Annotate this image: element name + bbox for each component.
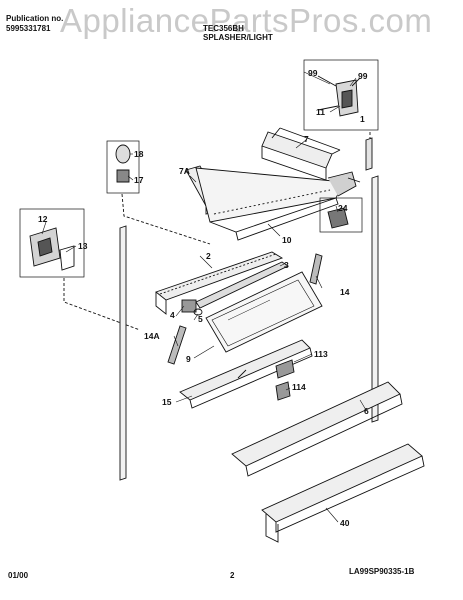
- part-15-channel: [179, 339, 313, 409]
- callout-99-left: 99: [308, 68, 318, 78]
- callout-6: 6: [364, 406, 369, 416]
- watermark: AppliancePartsPros.com: [60, 2, 433, 39]
- callout-14: 14: [340, 287, 350, 297]
- callout-2: 2: [206, 251, 211, 261]
- callout-24: 24: [338, 203, 348, 213]
- callout-1: 1: [360, 114, 365, 124]
- part-24-socket: [319, 197, 363, 233]
- part-12-13-switch-assembly: [19, 208, 85, 278]
- publication-number: 5995331781: [6, 24, 51, 33]
- callout-10: 10: [282, 235, 292, 245]
- callout-11: 11: [316, 107, 325, 117]
- part-4-5-clip: [181, 299, 203, 316]
- part-7-bracket: [261, 127, 341, 181]
- callout-7a: 7A: [179, 166, 190, 176]
- part-6-trim: [231, 381, 403, 477]
- callout-15: 15: [162, 397, 172, 407]
- part-40-trim: [261, 443, 425, 543]
- part-17-18-lamp-assembly: [106, 140, 140, 194]
- callout-9: 9: [186, 354, 191, 364]
- part-99-bracket-assembly: [303, 59, 379, 131]
- callout-5: 5: [198, 314, 203, 324]
- part-2-glass-channel: [155, 251, 284, 315]
- part-10-splasher-panel: [195, 167, 361, 241]
- callout-18: 18: [134, 149, 144, 159]
- callout-40: 40: [340, 518, 350, 528]
- model-number: TEC356BH: [203, 24, 244, 33]
- part-9-glass: [205, 271, 323, 353]
- footer-date: 01/00: [8, 571, 29, 580]
- section-title: SPLASHER/LIGHT: [203, 33, 273, 42]
- callout-113: 113: [314, 349, 328, 359]
- callout-17: 17: [134, 175, 144, 185]
- callout-14a: 14A: [144, 331, 160, 341]
- callout-3: 3: [284, 260, 289, 270]
- callout-7: 7: [304, 134, 309, 144]
- callout-13: 13: [78, 241, 88, 251]
- callout-114: 114: [292, 382, 306, 392]
- drawing-code: LA99SP90335-1B: [349, 567, 415, 576]
- callout-99-right: 99: [358, 71, 368, 81]
- publication-label: Publication no.: [6, 14, 64, 23]
- page-number: 2: [230, 571, 235, 580]
- callout-4: 4: [170, 310, 175, 320]
- callout-12: 12: [38, 214, 48, 224]
